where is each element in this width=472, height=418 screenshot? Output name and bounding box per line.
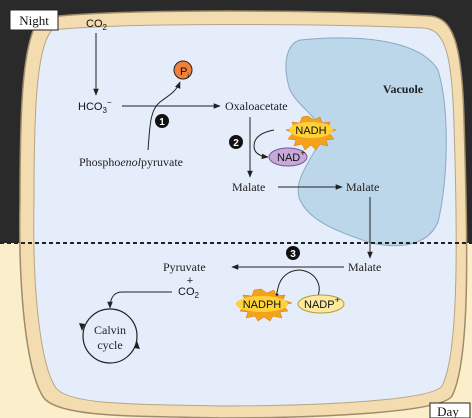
pep-label: Phosphoenolpyruvate [79, 155, 183, 169]
oxaloacetate-label: Oxaloacetate [225, 99, 288, 113]
hco3-label: HCO3− [78, 98, 112, 115]
nadph-label: NADPH [243, 299, 282, 311]
calvin-line-2: cycle [97, 338, 122, 352]
co2-to-calvin-arrow [107, 291, 172, 309]
pep-to-pi-arrow [147, 81, 181, 151]
co2-top-label: CO2 [86, 18, 108, 32]
nadh-label: NADH [295, 125, 326, 137]
pyruvate-label: Pyruvate [163, 260, 206, 274]
malate-day-label: Malate [348, 260, 381, 274]
step-2-badge [229, 135, 243, 149]
day-label: Day [437, 404, 459, 418]
calvin-line-1: Calvin [94, 323, 126, 337]
nad-ellipse [268, 147, 308, 167]
calvin-cycle-arrowhead-right [134, 341, 140, 349]
calvin-cycle-circle [82, 308, 138, 364]
co2-bottom-label: CO2 [178, 286, 200, 300]
malate-vacuole-label: Malate [346, 180, 379, 194]
nadh-burst-core [289, 122, 333, 138]
pi-circle [173, 60, 193, 80]
step-1-number: 1 [159, 117, 165, 128]
malate-cytosol-label: Malate [232, 180, 265, 194]
nadp-to-nadph-arrow [273, 269, 320, 301]
vacuole [285, 37, 447, 247]
day-tag [429, 402, 471, 418]
pi-label: Pi [180, 66, 189, 80]
nad-label: NAD+ [277, 148, 306, 164]
calvin-cycle-arrowhead-left [79, 323, 85, 331]
step-1-badge [155, 114, 169, 128]
night-label: Night [19, 13, 49, 28]
nadp-ellipse [297, 294, 345, 314]
step-3-number: 3 [290, 249, 296, 260]
vacuole-label: Vacuole [383, 82, 424, 96]
step-3-badge [286, 246, 300, 260]
nadp-label: NADP+ [304, 295, 340, 311]
nadph-burst-core [236, 296, 288, 312]
night-tag [9, 9, 59, 31]
plus-sign: + [187, 275, 193, 287]
step-2-number: 2 [233, 138, 239, 149]
nadh-to-nad-arrow [253, 129, 275, 160]
